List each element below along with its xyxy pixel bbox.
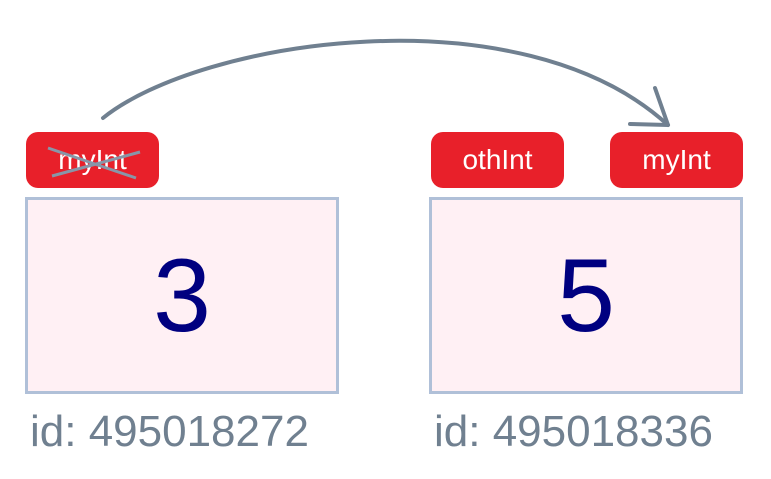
- arrow-curve: [101, 38, 670, 127]
- myint-label: myInt: [642, 144, 711, 175]
- right-object-id: id: 495018336: [434, 407, 713, 456]
- left-object-box: 3: [25, 197, 339, 394]
- othint-tag: othInt: [431, 132, 564, 188]
- old-variable-label: myInt: [58, 144, 127, 175]
- left-object-value: 3: [153, 237, 211, 354]
- right-object-box: 5: [429, 197, 743, 394]
- right-object-value: 5: [557, 237, 615, 354]
- arrowhead-icon: [628, 86, 670, 127]
- left-object-id: id: 495018272: [30, 407, 309, 456]
- othint-label: othInt: [462, 144, 533, 175]
- old-variable-tag: myInt: [26, 132, 159, 188]
- myint-tag: myInt: [610, 132, 743, 188]
